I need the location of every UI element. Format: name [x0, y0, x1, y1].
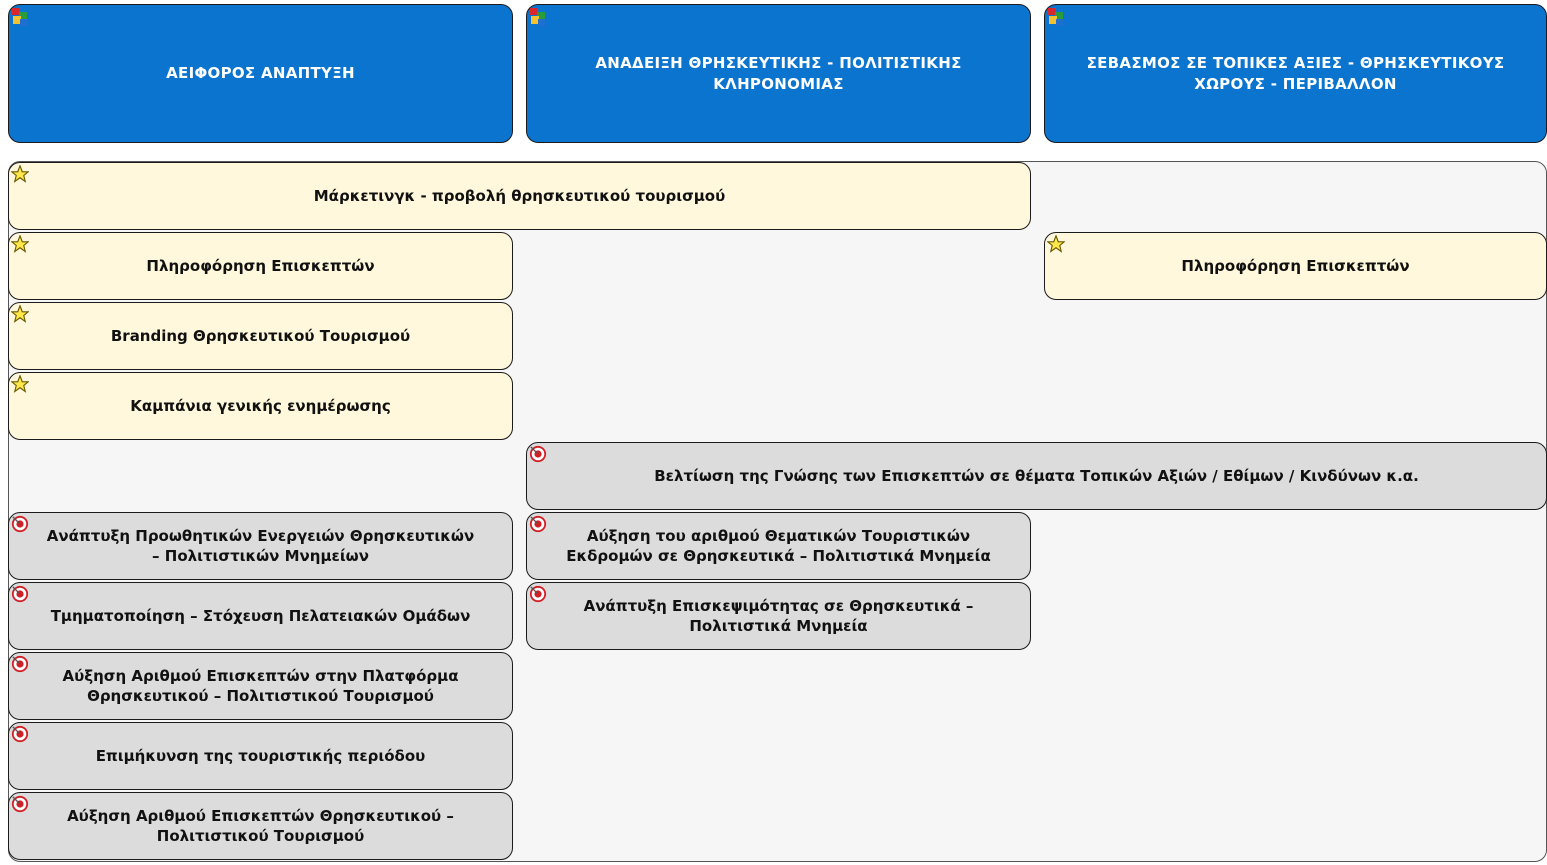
target-icon — [11, 795, 29, 813]
star-icon — [11, 375, 29, 393]
target-icon — [11, 585, 29, 603]
puzzle-icon — [12, 8, 27, 26]
target-icon — [529, 585, 547, 603]
star-icon — [11, 165, 29, 183]
objective-visitor-knowledge[interactable]: Βελτίωση της Γνώσης των Επισκεπτών σε θέ… — [526, 442, 1547, 510]
star-icon — [11, 235, 29, 253]
objective-label: Αύξηση Αριθμού Επισκεπτών Θρησκευτικού –… — [67, 806, 454, 845]
target-icon — [529, 445, 547, 463]
objective-promotional-actions[interactable]: Ανάπτυξη Προωθητικών Ενεργειών Θρησκευτι… — [8, 512, 513, 580]
strategy-awareness-campaign[interactable]: Καμπάνια γενικής ενημέρωσης — [8, 372, 513, 440]
star-icon — [1047, 235, 1065, 253]
strategy-visitor-info[interactable]: Πληροφόρηση Επισκεπτών — [8, 232, 513, 300]
objective-platform-visitors[interactable]: Αύξηση Αριθμού Επισκεπτών στην Πλατφόρμα… — [8, 652, 513, 720]
objective-label: Ανάπτυξη Επισκεψιμότητας σε Θρησκευτικά … — [583, 596, 974, 635]
objective-thematic-excursions[interactable]: Αύξηση του αριθμού Θεματικών Τουριστικών… — [526, 512, 1031, 580]
pillar-sustainable-development[interactable]: ΑΕΙΦΟΡΟΣ ΑΝΑΠΤΥΞΗ — [8, 4, 513, 143]
objective-season-extension[interactable]: Επιμήκυνση της τουριστικής περιόδου — [8, 722, 513, 790]
objective-label: Αύξηση του αριθμού Θεματικών Τουριστικών… — [566, 526, 991, 565]
star-icon — [11, 305, 29, 323]
strategy-label: Πληροφόρηση Επισκεπτών — [146, 256, 375, 275]
strategy-visitor-info-2[interactable]: Πληροφόρηση Επισκεπτών — [1044, 232, 1547, 300]
target-icon — [11, 515, 29, 533]
strategy-marketing[interactable]: Μάρκετινγκ - προβολή θρησκευτικού τουρισ… — [8, 162, 1031, 230]
objective-label: Αύξηση Αριθμού Επισκεπτών στην Πλατφόρμα… — [62, 666, 459, 705]
puzzle-icon — [530, 8, 545, 26]
pillar-title: ΣΕΒΑΣΜΟΣ ΣΕ ΤΟΠΙΚΕΣ ΑΞΙΕΣ - ΘΡΗΣΚΕΥΤΙΚΟΥ… — [1086, 54, 1505, 93]
objective-visitation-growth[interactable]: Ανάπτυξη Επισκεψιμότητας σε Θρησκευτικά … — [526, 582, 1031, 650]
objective-tourism-visitors[interactable]: Αύξηση Αριθμού Επισκεπτών Θρησκευτικού –… — [8, 792, 513, 860]
objective-label: Ανάπτυξη Προωθητικών Ενεργειών Θρησκευτι… — [46, 526, 475, 565]
strategy-label: Μάρκετινγκ - προβολή θρησκευτικού τουρισ… — [313, 186, 726, 205]
pillar-title: ΑΝΑΔΕΙΞΗ ΘΡΗΣΚΕΥΤΙΚΗΣ - ΠΟΛΙΤΙΣΤΙΚΗΣ ΚΛΗ… — [595, 54, 962, 93]
target-icon — [11, 725, 29, 743]
puzzle-icon — [1048, 8, 1063, 26]
strategy-branding[interactable]: Branding Θρησκευτικού Τουρισμού — [8, 302, 513, 370]
pillar-respect-local-values[interactable]: ΣΕΒΑΣΜΟΣ ΣΕ ΤΟΠΙΚΕΣ ΑΞΙΕΣ - ΘΡΗΣΚΕΥΤΙΚΟΥ… — [1044, 4, 1547, 143]
target-icon — [529, 515, 547, 533]
pillar-religious-cultural-heritage[interactable]: ΑΝΑΔΕΙΞΗ ΘΡΗΣΚΕΥΤΙΚΗΣ - ΠΟΛΙΤΙΣΤΙΚΗΣ ΚΛΗ… — [526, 4, 1031, 143]
objective-label: Επιμήκυνση της τουριστικής περιόδου — [95, 746, 426, 765]
strategy-label: Branding Θρησκευτικού Τουρισμού — [110, 326, 411, 345]
strategy-label: Καμπάνια γενικής ενημέρωσης — [130, 396, 391, 415]
objective-label: Βελτίωση της Γνώσης των Επισκεπτών σε θέ… — [654, 466, 1419, 485]
objective-label: Τμηματοποίηση – Στόχευση Πελατειακών Ομά… — [50, 606, 471, 625]
objective-segmentation[interactable]: Τμηματοποίηση – Στόχευση Πελατειακών Ομά… — [8, 582, 513, 650]
target-icon — [11, 655, 29, 673]
strategy-label: Πληροφόρηση Επισκεπτών — [1181, 256, 1410, 275]
pillar-title: ΑΕΙΦΟΡΟΣ ΑΝΑΠΤΥΞΗ — [166, 64, 355, 83]
